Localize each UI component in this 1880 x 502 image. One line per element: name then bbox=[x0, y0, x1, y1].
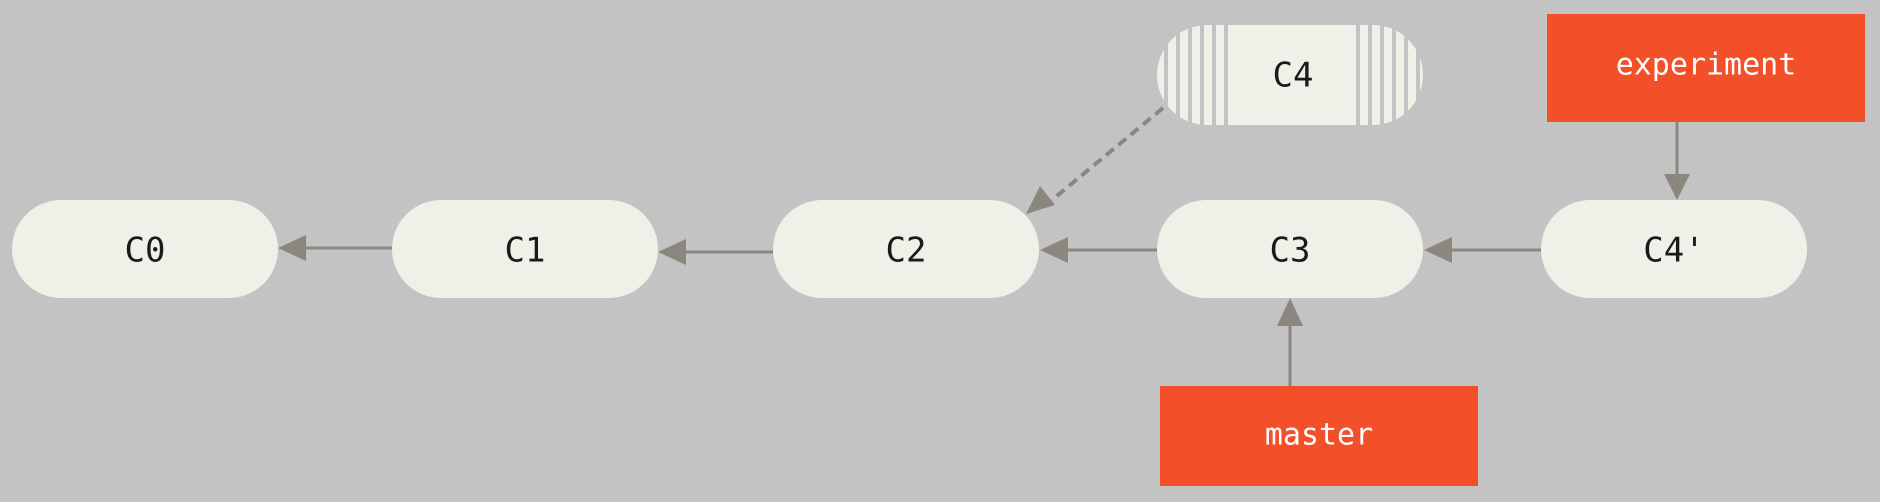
commit-arrows bbox=[278, 106, 1690, 386]
arrowhead-c1 bbox=[658, 239, 686, 265]
commit-c4-new-box bbox=[1541, 200, 1807, 298]
commit-c1: C1 bbox=[392, 200, 658, 298]
branch-master: master bbox=[1160, 386, 1478, 486]
branch-master-box bbox=[1160, 386, 1478, 486]
commit-c1-box bbox=[392, 200, 658, 298]
commit-c1-label: C1 bbox=[505, 231, 546, 271]
commit-c4-new: C4' bbox=[1541, 200, 1807, 298]
arrow-c4old-to-c2-dashed bbox=[1050, 106, 1165, 202]
commit-c2-label: C2 bbox=[886, 231, 927, 271]
arrowhead-c3 bbox=[1424, 237, 1452, 263]
commit-c2-box bbox=[773, 200, 1039, 298]
arrowhead-c2 bbox=[1040, 237, 1068, 263]
branch-experiment-label: experiment bbox=[1616, 48, 1797, 83]
commit-c4-old: C4 bbox=[1157, 25, 1423, 125]
branch-experiment: experiment bbox=[1547, 14, 1865, 122]
branch-experiment-box bbox=[1547, 14, 1865, 122]
arrowhead-c3-master bbox=[1277, 298, 1303, 326]
commit-c3: C3 bbox=[1157, 200, 1423, 298]
commit-c2: C2 bbox=[773, 200, 1039, 298]
commit-c0: C0 bbox=[12, 200, 278, 298]
commit-c4-new-label: C4' bbox=[1643, 231, 1704, 271]
commit-c4-old-center bbox=[1228, 25, 1352, 125]
branch-master-label: master bbox=[1265, 418, 1373, 453]
commit-c3-label: C3 bbox=[1270, 231, 1311, 271]
arrowhead-c4new bbox=[1664, 174, 1690, 200]
commit-c0-label: C0 bbox=[125, 231, 166, 271]
arrowhead-c0 bbox=[278, 235, 306, 261]
commit-c3-box bbox=[1157, 200, 1423, 298]
commit-c0-box bbox=[12, 200, 278, 298]
commit-c4-old-label: C4 bbox=[1273, 56, 1314, 96]
arrowhead-c2-dashed bbox=[1026, 186, 1055, 214]
